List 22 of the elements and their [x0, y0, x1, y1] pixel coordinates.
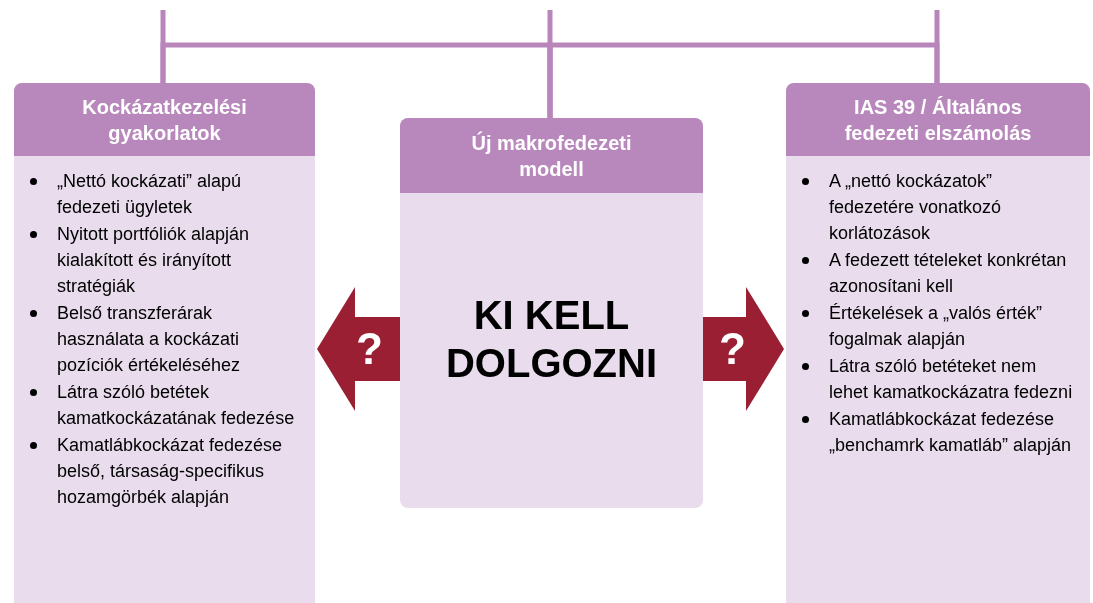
status-text: KI KELL DOLGOZNI	[444, 291, 659, 387]
bullet-text: Látra szóló betétek kamatkockázatának fedezése	[57, 381, 296, 430]
panel-heading: Kockázatkezelési gyakorlatok	[14, 83, 315, 156]
bullet-text: A fedezett tételeket konkrétan azonosítani kell	[829, 249, 1068, 298]
bullet-text: Kamatlábkockázat fedezése „benchamrk kamatláb” alapján	[829, 408, 1073, 457]
bullet-text: Belső transzferárak használata a kockázati pozíciók értékeléséhez	[57, 302, 242, 377]
model-panel	[400, 118, 703, 508]
bullet-text: „Nettó kockázati” alapú fedezeti ügyletek	[57, 170, 243, 219]
bullet-text: Látra szóló betéteket nem lehet kamatkockázatra fedezni	[829, 355, 1074, 404]
bullet-text: A „nettó kockázatok” fedezetére vonatkozó korlátozások	[829, 170, 1003, 245]
connector-line	[547, 42, 940, 118]
edge-label: ?	[356, 325, 383, 373]
info-panel	[786, 83, 1090, 603]
panel-heading: IAS 39 / Általános fedezeti elszámolás	[786, 83, 1090, 156]
bullet-text: Értékelések a „valós érték” fogalmak alapján	[829, 302, 1044, 351]
bullet-text: Nyitott portfóliók alapján kialakított és irányított stratégiák	[57, 223, 251, 298]
info-panel	[14, 83, 315, 603]
edge-label: ?	[719, 325, 746, 373]
block-arrow	[317, 287, 400, 411]
bullet-text: Kamatlábkockázat fedezése belső, társaság-specifikus hozamgörbék alapján	[57, 434, 284, 509]
panel-heading: Új makrofedezeti modell	[400, 118, 703, 193]
block-arrow	[703, 287, 784, 411]
